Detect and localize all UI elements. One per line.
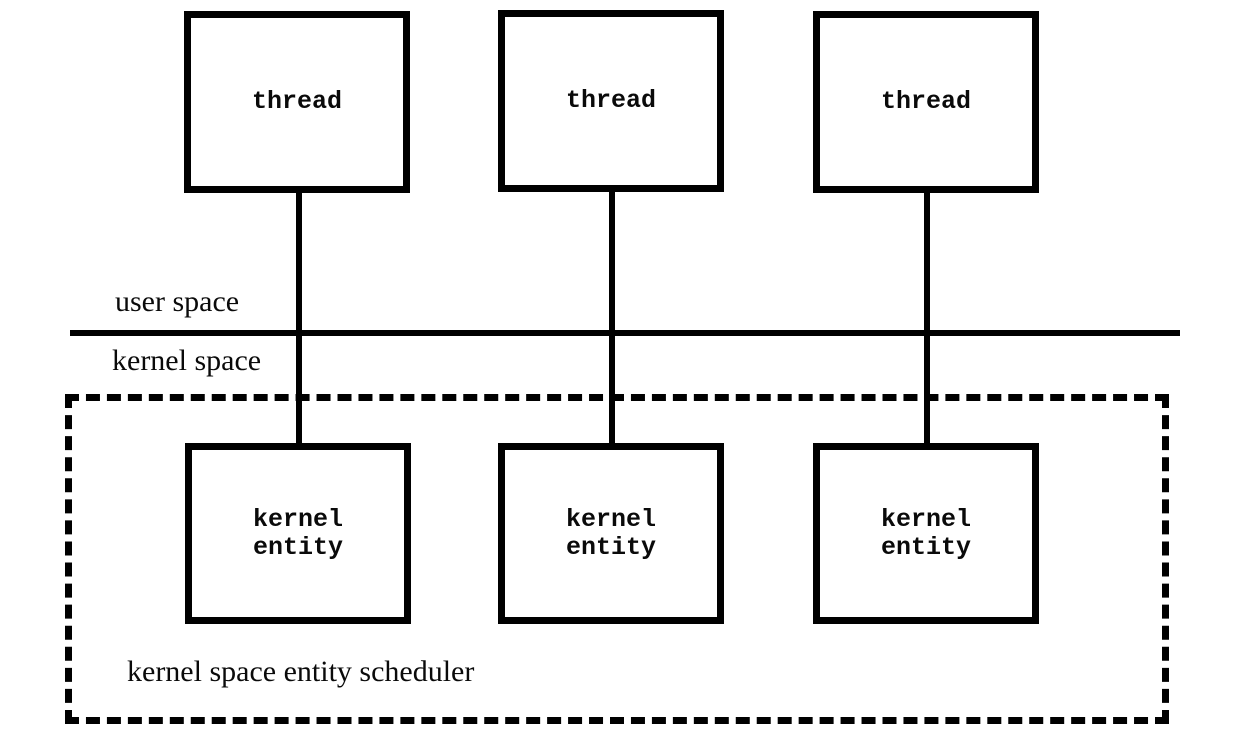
kernel-space-label: kernel space	[110, 344, 264, 378]
connector-line-3	[924, 190, 930, 446]
thread-box-3[interactable]: thread	[813, 11, 1039, 193]
connector-line-1	[296, 190, 302, 446]
thread-box-label: thread	[880, 87, 971, 116]
user-kernel-divider	[70, 330, 1180, 336]
thread-box-1[interactable]: thread	[184, 11, 410, 193]
dashed-border-top	[65, 394, 1169, 401]
dashed-border-right	[1162, 394, 1169, 724]
thread-box-2[interactable]: thread	[498, 10, 724, 192]
connector-line-2	[609, 190, 615, 446]
dashed-border-left	[65, 394, 72, 724]
kernel-entity-box-label: kernel entity	[565, 504, 656, 562]
thread-box-label: thread	[565, 86, 656, 115]
dashed-border-bottom	[65, 717, 1169, 724]
kernel-entity-box-3[interactable]: kernel entity	[813, 443, 1039, 624]
kernel-entity-box-label: kernel entity	[880, 504, 971, 562]
scheduler-label: kernel space entity scheduler	[124, 655, 478, 689]
kernel-entity-box-1[interactable]: kernel entity	[185, 443, 411, 624]
kernel-entity-box-2[interactable]: kernel entity	[498, 443, 724, 624]
user-space-label: user space	[113, 285, 242, 319]
kernel-entity-box-label: kernel entity	[252, 504, 343, 562]
thread-box-label: thread	[251, 87, 342, 116]
